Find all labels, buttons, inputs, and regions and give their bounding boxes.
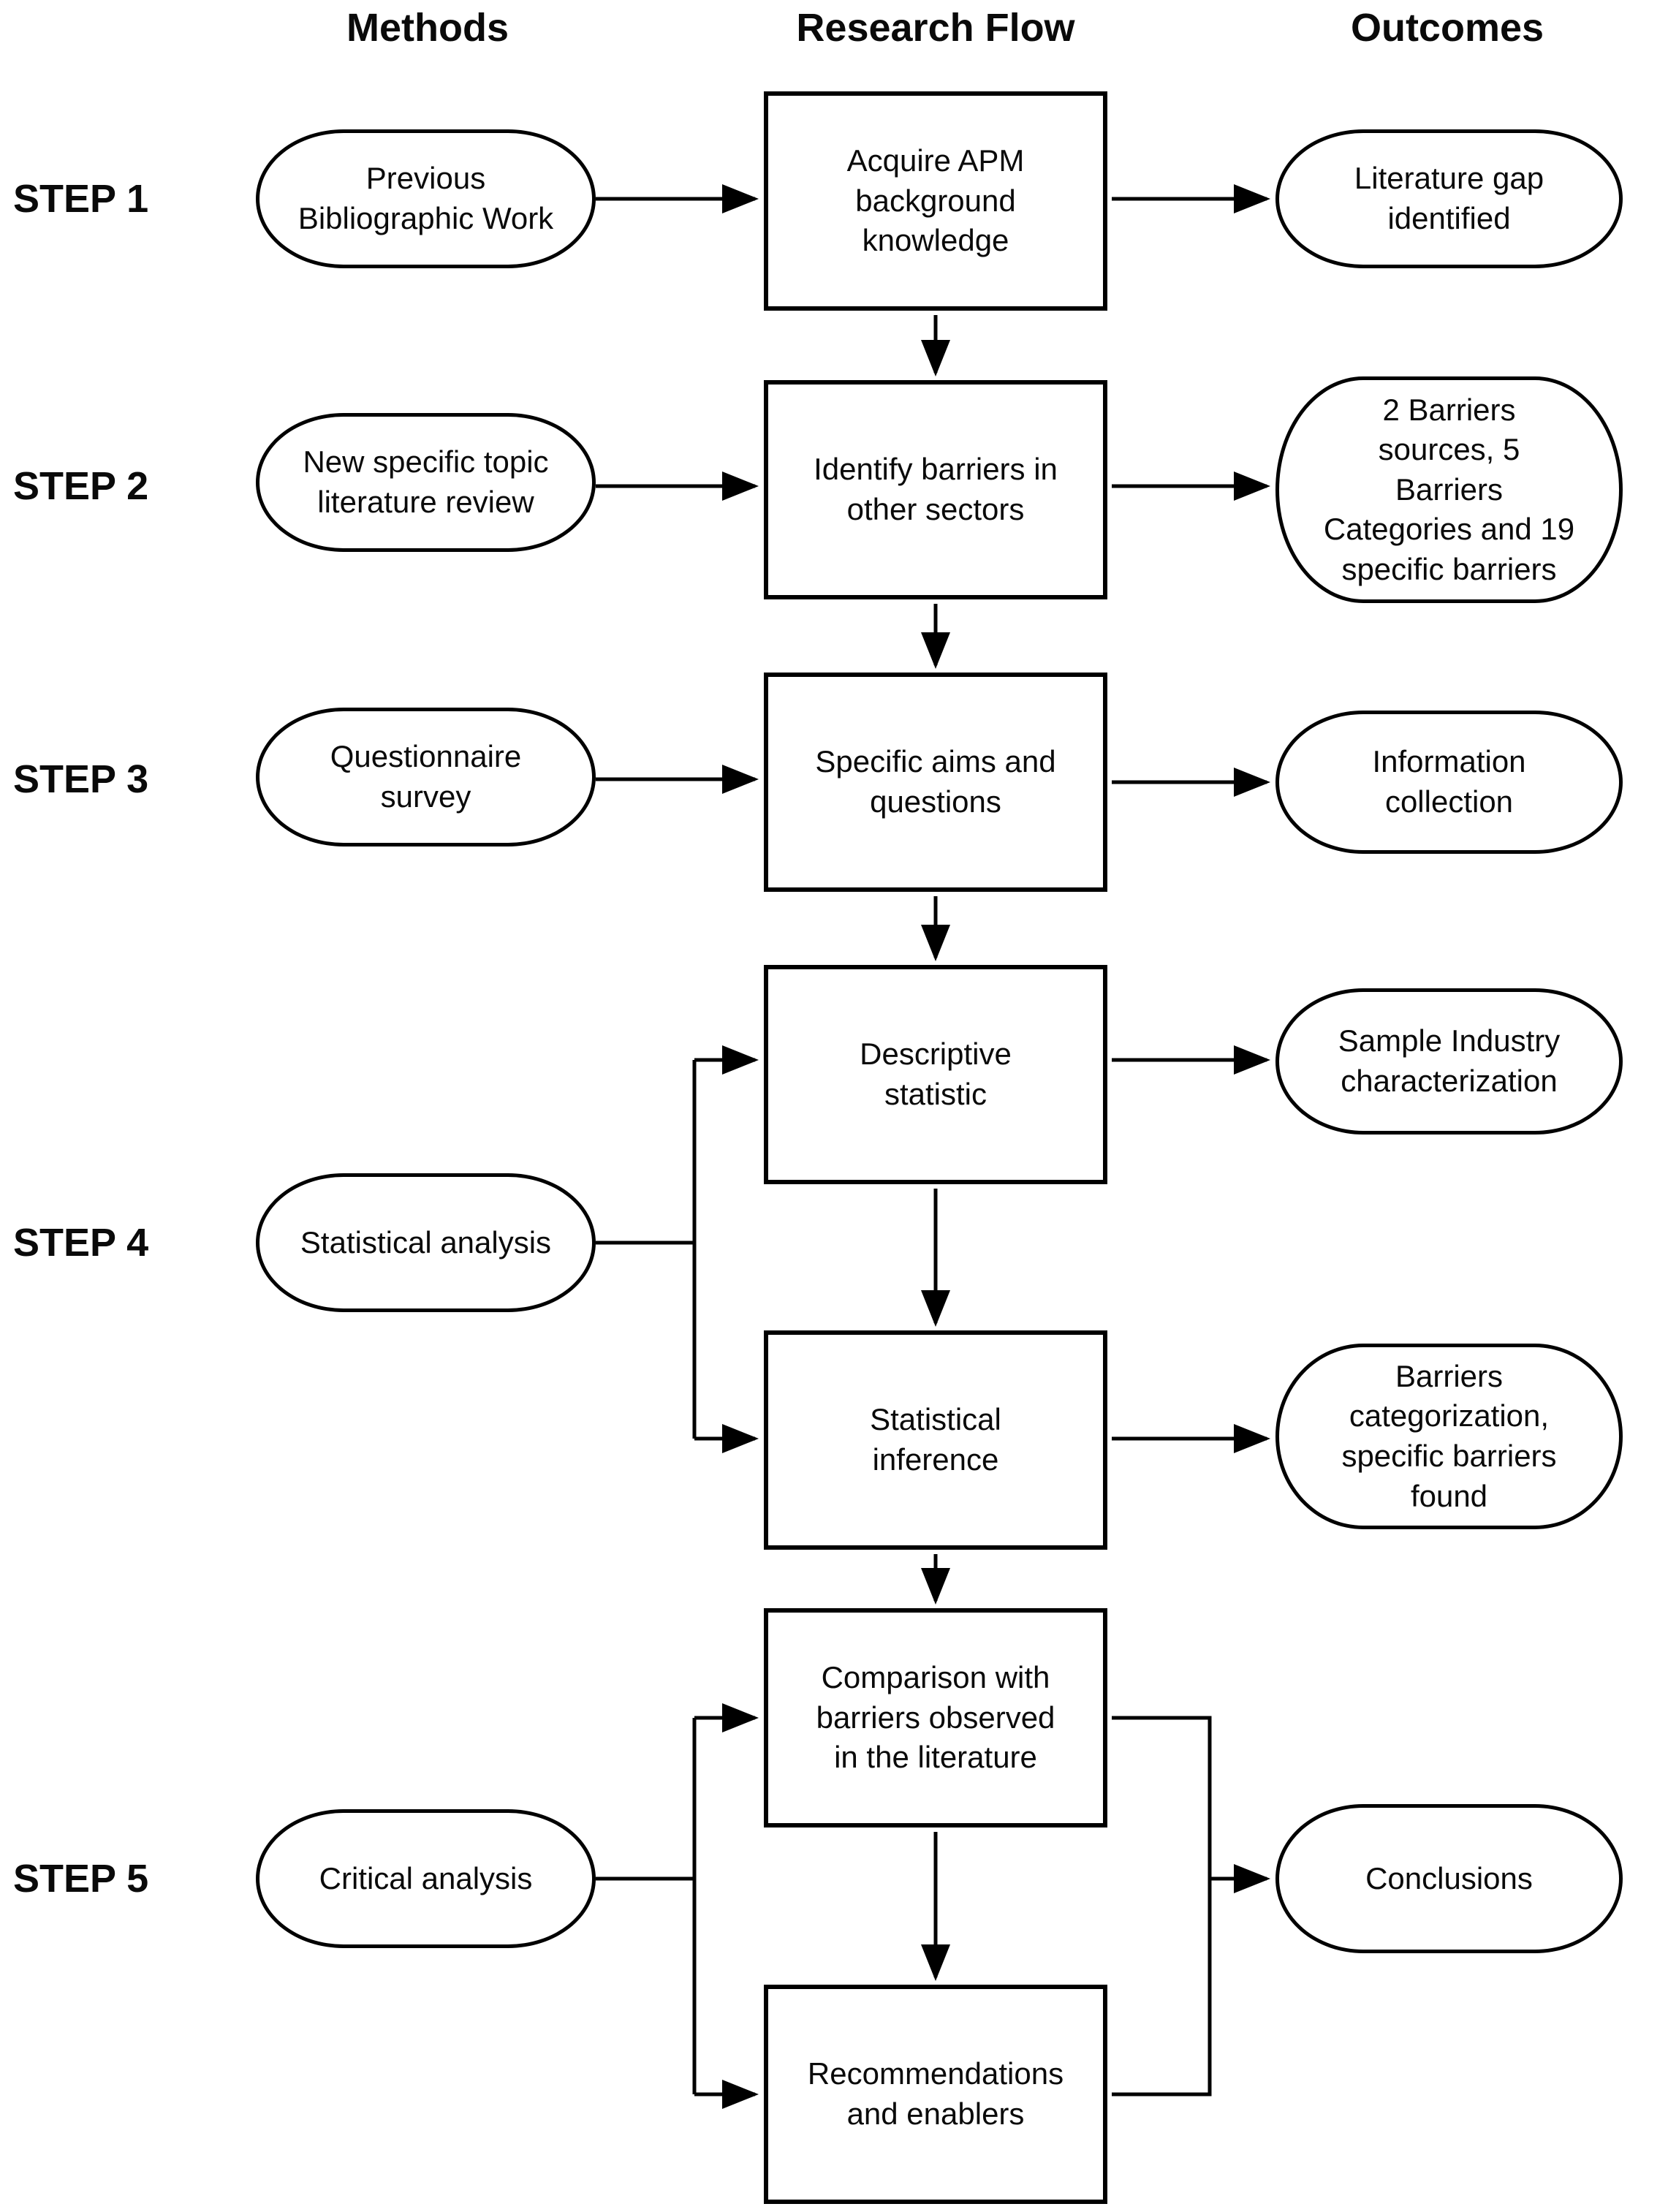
column-header-research-flow: Research Flow — [796, 6, 1075, 50]
column-header-outcomes: Outcomes — [1350, 6, 1544, 50]
connector-flow7-right — [1112, 1879, 1212, 2097]
step-label-1: STEP 1 — [13, 177, 149, 221]
flow-recommendations-enablers: Recommendations and enablers — [764, 1985, 1107, 2204]
outcome-conclusions: Conclusions — [1275, 1804, 1623, 1953]
connector-flow6-right — [1112, 1716, 1212, 1879]
flow-acquire-apm-background-knowledge: Acquire APM background knowledge — [764, 91, 1107, 311]
method-questionnaire-survey: Questionnaire survey — [256, 708, 596, 846]
outcome-literature-gap-identified: Literature gap identified — [1275, 129, 1623, 268]
method-statistical-analysis: Statistical analysis — [256, 1173, 596, 1312]
flow-statistical-inference: Statistical inference — [764, 1330, 1107, 1550]
step-label-2: STEP 2 — [13, 464, 149, 508]
outcome-barriers-sources-categories: 2 Barriers sources, 5 Barriers Categorie… — [1275, 376, 1623, 603]
step-label-3: STEP 3 — [13, 757, 149, 801]
flow-comparison-barriers-literature: Comparison with barriers observed in the… — [764, 1608, 1107, 1827]
method-previous-bibliographic-work: Previous Bibliographic Work — [256, 129, 596, 268]
outcome-information-collection: Information collection — [1275, 711, 1623, 854]
outcome-sample-industry-characterization: Sample Industry characterization — [1275, 988, 1623, 1135]
flow-specific-aims-questions: Specific aims and questions — [764, 673, 1107, 892]
method-critical-analysis: Critical analysis — [256, 1809, 596, 1948]
outcome-barriers-categorization-found: Barriers categorization, specific barrie… — [1275, 1344, 1623, 1529]
step-label-4: STEP 4 — [13, 1221, 149, 1265]
method-new-specific-topic-literature-review: New specific topic literature review — [256, 413, 596, 552]
flow-descriptive-statistic: Descriptive statistic — [764, 965, 1107, 1184]
flow-identify-barriers-other-sectors: Identify barriers in other sectors — [764, 380, 1107, 599]
step-label-5: STEP 5 — [13, 1857, 149, 1901]
column-header-methods: Methods — [346, 6, 509, 50]
